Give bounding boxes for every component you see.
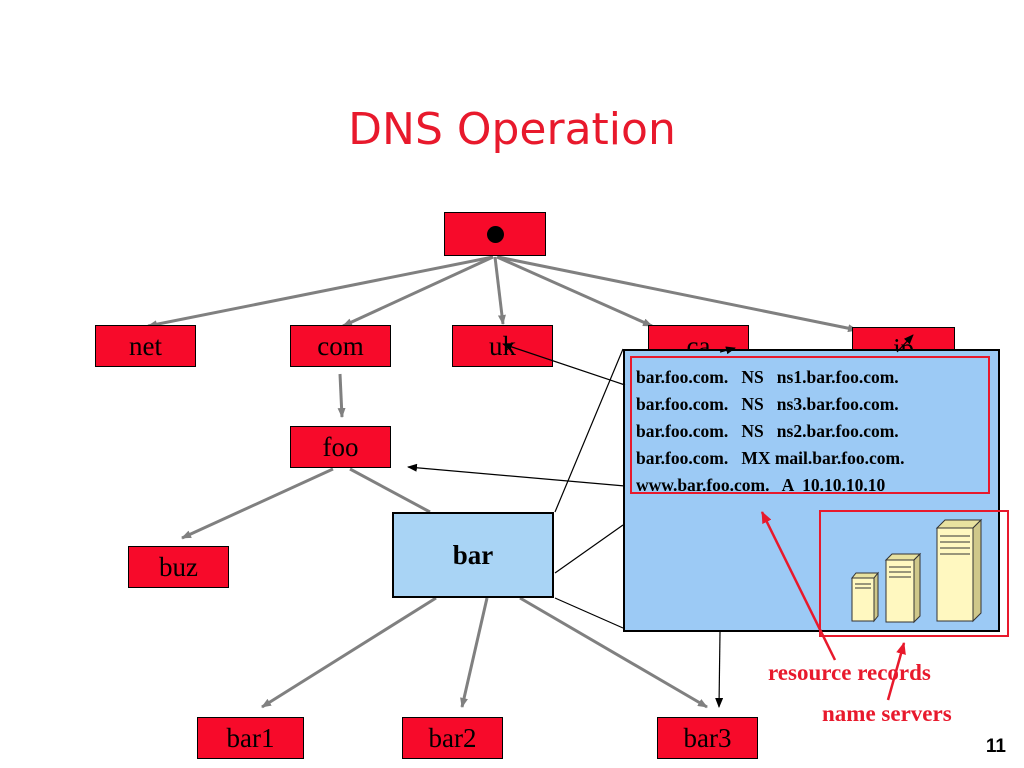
edge-foo-bar xyxy=(349,467,431,514)
tld-node-net: net xyxy=(95,325,196,367)
leaf-node-bar1: bar1 xyxy=(197,717,304,759)
foo-label: foo xyxy=(322,431,359,462)
record-line: bar.foo.com. NS ns1.bar.foo.com. xyxy=(636,367,899,387)
edge-bar-bar2 xyxy=(460,597,489,708)
bar-label: bar xyxy=(452,539,494,570)
edge-root-uk xyxy=(493,256,506,325)
edge-root-net xyxy=(147,255,494,329)
bar1-label: bar1 xyxy=(226,722,275,753)
page-number: 11 xyxy=(985,736,1006,757)
edge-bar-bar3 xyxy=(519,596,708,709)
edge-com-foo xyxy=(337,373,346,418)
pointer-jp xyxy=(896,334,914,353)
bar2-label: bar2 xyxy=(428,722,477,753)
zoom-line-bottom xyxy=(554,597,624,629)
arrow-to-servers xyxy=(886,642,906,701)
edge-root-jp xyxy=(497,255,858,333)
root-node xyxy=(444,212,546,256)
root-dot-icon xyxy=(486,225,504,243)
edge-root-com xyxy=(342,255,494,328)
bar-zone-node: bar xyxy=(392,512,554,598)
resource-records-box: bar.foo.com. NS ns1.bar.foo.com. bar.foo… xyxy=(630,356,990,495)
tld-net-label: net xyxy=(129,330,162,361)
leaf-node-bar3: bar3 xyxy=(657,717,758,759)
slide-title: DNS Operation xyxy=(348,104,676,155)
edge-foo-buz xyxy=(181,467,334,540)
server-icon xyxy=(850,518,983,624)
pointer-uk xyxy=(502,343,626,386)
leaf-node-bar2: bar2 xyxy=(402,717,503,759)
tld-com-label: com xyxy=(317,330,364,361)
pointer-foo xyxy=(407,463,626,487)
arrow-to-records xyxy=(760,511,837,661)
pointer-bar3 xyxy=(715,631,724,708)
pointer-ca xyxy=(719,346,736,355)
name-servers-box xyxy=(819,510,1009,637)
node-foo: foo xyxy=(290,426,391,468)
resource-records-label: resource records xyxy=(768,660,931,685)
edge-root-ca xyxy=(496,255,653,328)
record-line: bar.foo.com. NS ns3.bar.foo.com. xyxy=(636,394,899,414)
bar3-label: bar3 xyxy=(683,722,732,753)
name-servers-label: name servers xyxy=(822,701,952,726)
node-buz: buz xyxy=(128,546,229,588)
record-line: bar.foo.com. MX mail.bar.foo.com. xyxy=(636,448,905,468)
tld-node-com: com xyxy=(290,325,391,367)
zoom-line-mid xyxy=(554,524,624,574)
edge-bar-bar1 xyxy=(261,596,437,709)
buz-label: buz xyxy=(159,551,198,582)
tld-node-uk: uk xyxy=(452,325,553,367)
record-line: www.bar.foo.com. A 10.10.10.10 xyxy=(636,475,886,495)
record-line: bar.foo.com. NS ns2.bar.foo.com. xyxy=(636,421,899,441)
zoom-line-top xyxy=(554,348,624,513)
